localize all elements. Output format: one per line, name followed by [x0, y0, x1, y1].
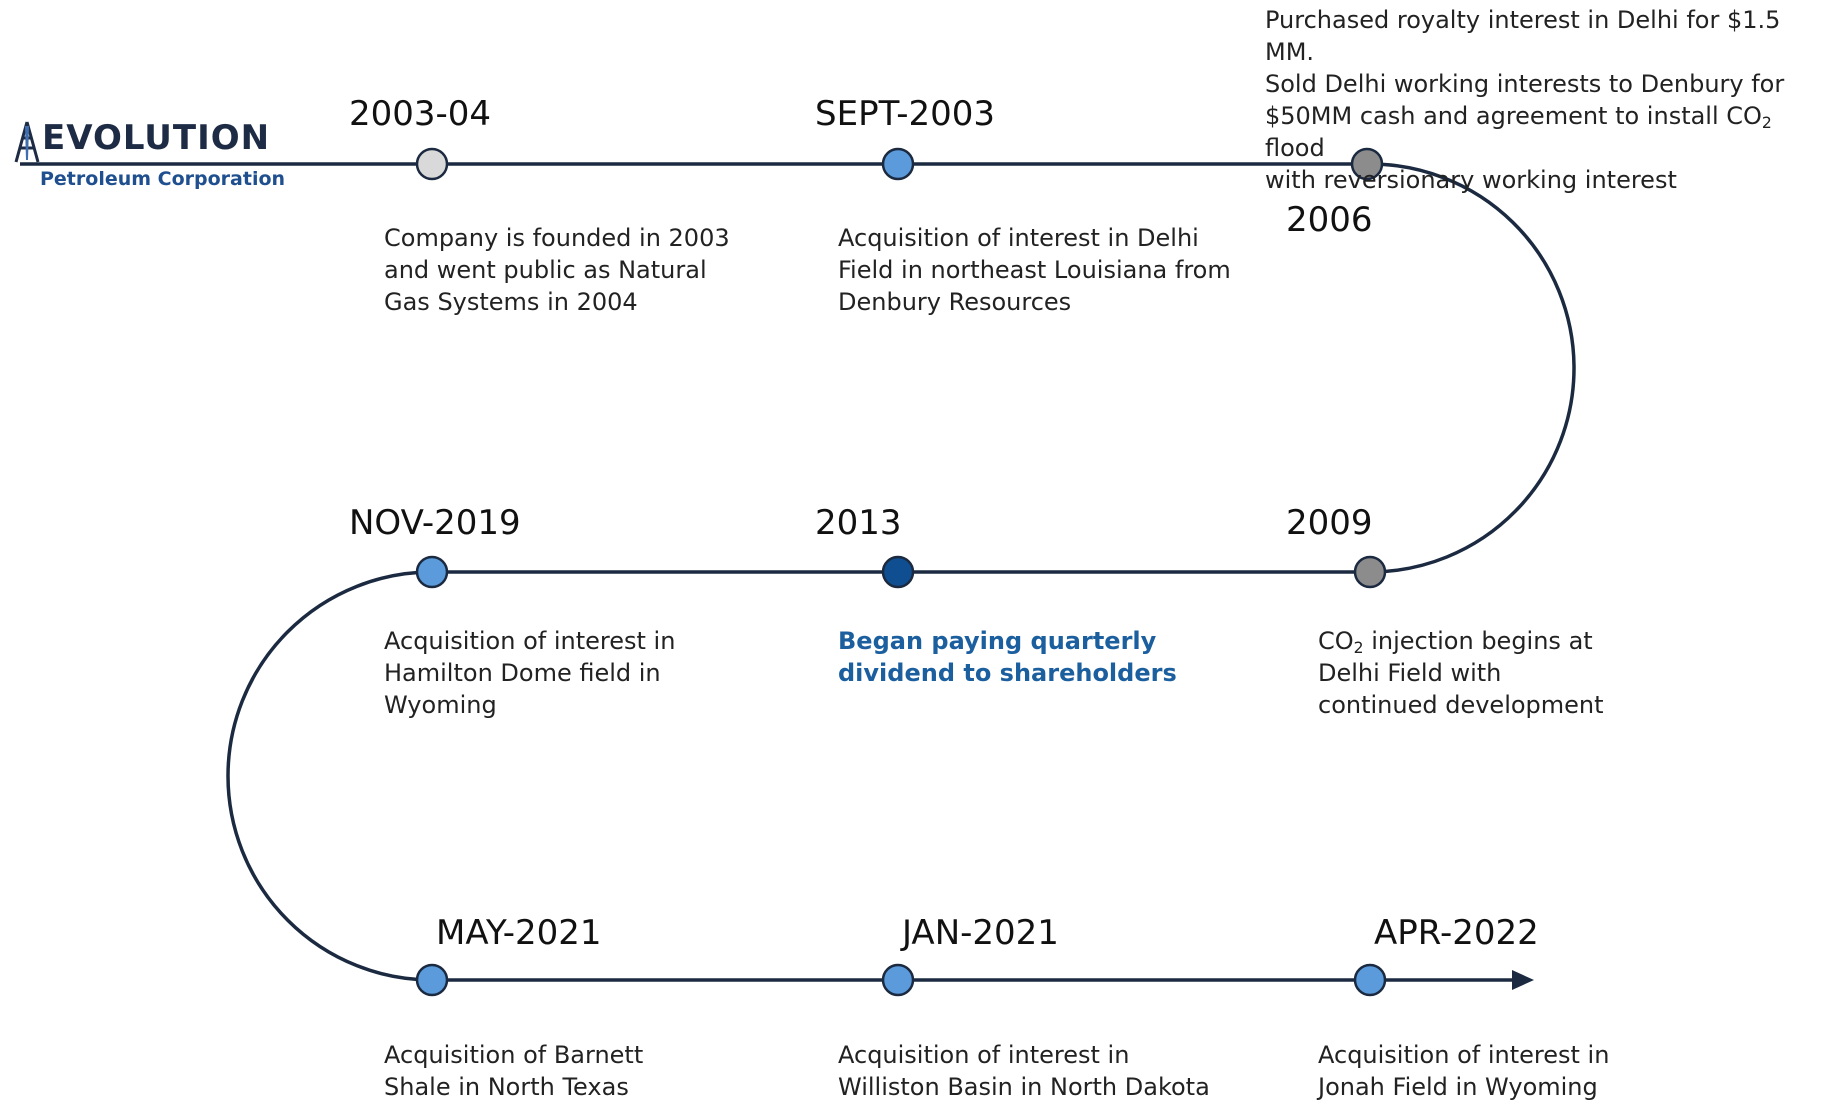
event-description: Acquisition of interest in Hamilton Dome… [384, 627, 676, 719]
node-jan-2021 [881, 963, 915, 997]
event-description: Purchased royalty interest in Delhi for … [1265, 6, 1785, 194]
logo-wordmark: EVOLUTION [42, 118, 271, 158]
node-sept-2003 [881, 147, 915, 181]
event-description: CO2 injection begins at Delhi Field with… [1318, 627, 1604, 719]
event-description: Acquisition of interest in Delhi Field i… [838, 224, 1231, 316]
event-date: SEPT-2003 [815, 94, 996, 134]
event-date: 2013 [815, 503, 902, 543]
event-date: JAN-2021 [902, 913, 1059, 953]
node-apr-2022 [1353, 963, 1387, 997]
node-2013 [881, 555, 915, 589]
company-logo: EVOLUTION Petroleum Corporation [12, 118, 312, 198]
event-date: 2003-04 [349, 94, 492, 134]
event-date: 2009 [1286, 503, 1373, 543]
event-date: MAY-2021 [436, 913, 602, 953]
event-description: Acquisition of interest in Jonah Field i… [1318, 1041, 1610, 1101]
node-may-2021 [415, 963, 449, 997]
event-date: 2006 [1286, 200, 1373, 240]
logo-subtitle: Petroleum Corporation [40, 168, 286, 190]
event-description: Acquisition of Barnett Shale in North Te… [384, 1041, 644, 1101]
node-2006 [1350, 147, 1384, 181]
event-date: APR-2022 [1374, 913, 1539, 953]
timeline-path [20, 162, 1576, 982]
node-2009 [1353, 555, 1387, 589]
event-description: Acquisition of interest in Williston Bas… [838, 1041, 1210, 1101]
derrick-icon [14, 121, 40, 163]
node-nov-2019 [415, 555, 449, 589]
timeline-arrowhead [1512, 970, 1534, 990]
event-date: NOV-2019 [349, 503, 521, 543]
node-2003-04 [415, 147, 449, 181]
event-description: Company is founded in 2003 and went publ… [384, 224, 730, 316]
event-description-highlight: Began paying quarterly dividend to share… [838, 627, 1177, 687]
